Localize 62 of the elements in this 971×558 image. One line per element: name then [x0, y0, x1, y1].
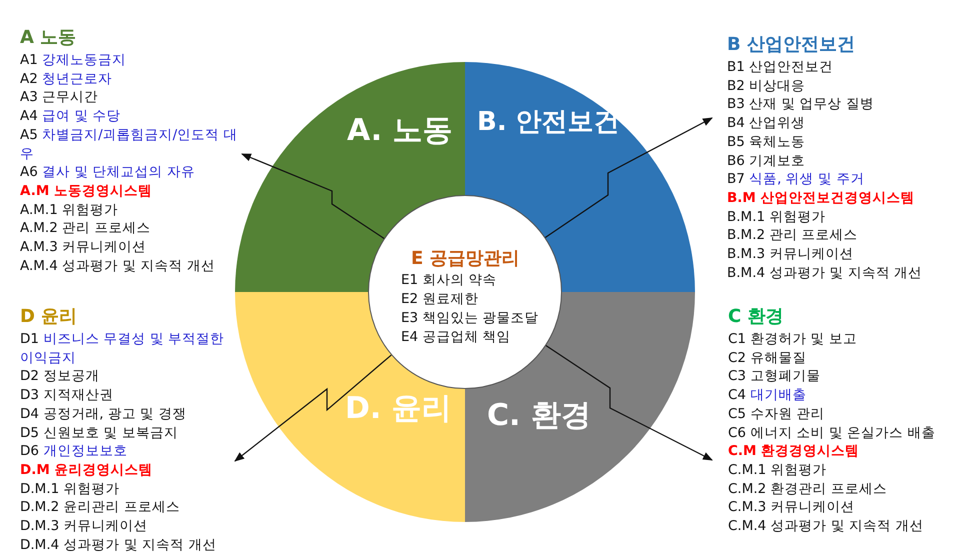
segment-label: A. 노동 [347, 110, 453, 151]
list-item: C4 대기배출 [728, 386, 808, 405]
list-item: D.M.1 위험평가 [20, 480, 121, 498]
list-item: C3 고형폐기물 [728, 367, 822, 386]
list-item: D3 지적재산권 [20, 386, 114, 405]
center-heading: E 공급망관리 [411, 247, 520, 270]
list-item: A.M.2 관리 프로세스 [20, 219, 152, 238]
arrow [241, 153, 384, 239]
segment-label: C. 환경 [487, 395, 591, 436]
list-item: C6 에너지 소비 및 온실가스 배출 [728, 424, 936, 442]
section-heading: C 환경 [728, 305, 784, 329]
subsection-heading: A.M 노동경영시스템 [20, 182, 153, 201]
list-item: D.M.2 윤리관리 프로세스 [20, 498, 181, 518]
list-item: B4 산업위생 [727, 114, 806, 133]
list-item: D4 공정거래, 광고 및 경쟁 [20, 404, 188, 424]
list-item: A1 강제노동금지 [20, 51, 128, 70]
list-item: B1 산업안전보건 [727, 58, 834, 77]
list-item: D.M.3 커뮤니케이션 [20, 517, 149, 536]
list-item: B.M.4 성과평가 및 지속적 개선 [727, 264, 924, 282]
list-item: E3 책임있는 광물조달 [401, 309, 539, 327]
list-item: A5 차별금지/괴롭힘금지/인도적 대우 [20, 126, 239, 164]
list-item: B2 비상대응 [727, 76, 806, 96]
list-item: D.M.4 성과평가 및 지속적 개선 [20, 536, 218, 554]
list-item: C.M.1 위험평가 [728, 460, 828, 480]
list-item: E2 원료제한 [401, 290, 478, 308]
list-item: A6 결사 및 단체교섭의 자유 [20, 163, 196, 182]
segment-label: B. 안전보건 [477, 104, 620, 139]
section-heading: D 윤리 [20, 305, 78, 329]
list-item: C1 환경허가 및 보고 [728, 330, 858, 349]
list-item: D6 개인정보보호 [20, 442, 128, 461]
list-item: A2 청년근로자 [20, 70, 114, 88]
list-item: B7 식품, 위생 및 주거 [727, 170, 866, 189]
list-item: C.M.2 환경관리 프로세스 [728, 480, 888, 498]
list-item: C.M.4 성과평가 및 지속적 개선 [728, 517, 924, 536]
list-item: A.M.1 위험평가 [20, 200, 120, 220]
subsection-heading: C.M 환경경영시스템 [728, 442, 860, 461]
arrow [546, 345, 713, 461]
subsection-heading: B.M 산업안전보건경영시스템 [727, 188, 916, 208]
section-heading: A 노동 [20, 26, 78, 50]
list-item: B6 기계보호 [727, 152, 806, 170]
list-item: C2 유해물질 [728, 348, 808, 368]
list-item: A.M.4 성과평가 및 지속적 개선 [20, 256, 216, 276]
segment-label: D. 윤리 [345, 388, 452, 429]
section-heading: B 산업안전보건 [727, 33, 856, 57]
arrow [234, 354, 392, 462]
list-item: B.M.1 위험평가 [727, 208, 826, 226]
list-item: A.M.3 커뮤니케이션 [20, 238, 148, 257]
list-item: C5 수자원 관리 [728, 404, 826, 424]
list-item: B3 산재 및 업무상 질병 [727, 95, 876, 114]
list-item: B.M.2 관리 프로세스 [727, 226, 859, 246]
list-item: A3 근무시간 [20, 88, 100, 108]
list-item: B5 육체노동 [727, 132, 806, 152]
list-item: A4 급여 및 수당 [20, 107, 122, 126]
list-item: E4 공급업체 책임 [401, 328, 511, 346]
list-item: D2 정보공개 [20, 367, 100, 386]
list-item: E1 회사의 약속 [401, 271, 497, 289]
arrow [544, 117, 713, 238]
list-item: C.M.3 커뮤니케이션 [728, 498, 856, 518]
subsection-heading: D.M 윤리경영시스템 [20, 460, 154, 480]
list-item: D1 비즈니스 무결성 및 부적절한 이익금지 [20, 330, 226, 368]
list-item: D5 신원보호 및 보복금지 [20, 424, 179, 442]
list-item: B.M.3 커뮤니케이션 [727, 245, 854, 264]
